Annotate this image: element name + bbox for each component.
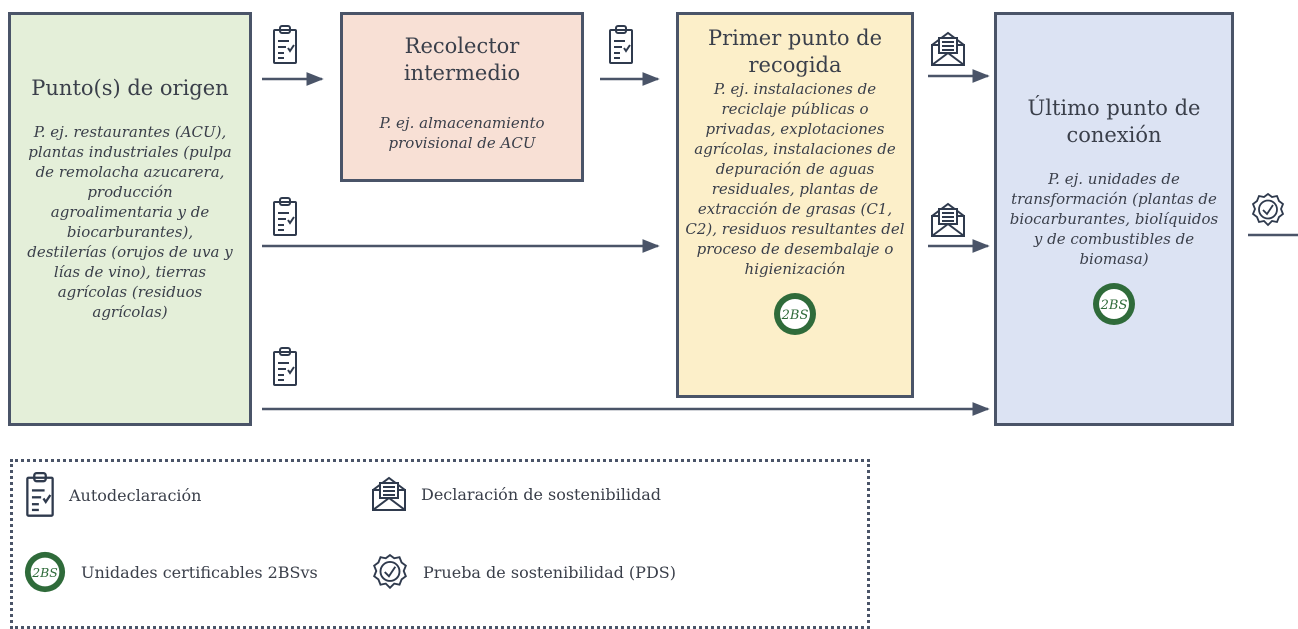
seal-label: 2BS	[781, 308, 809, 323]
clipboard-checklist-icon	[26, 472, 54, 517]
firstpoint-title: Primer punto de recogida	[707, 26, 883, 77]
legend-item-certifiable-units: 2BS Unidades certificables 2BSvs	[23, 550, 318, 594]
origin-title: Punto(s) de origen	[31, 76, 229, 100]
2bs-seal-icon: 2BS	[24, 551, 66, 593]
origin-box: Punto(s) de origen P. ej. restaurantes (…	[8, 12, 252, 426]
envelope-letter-icon	[931, 202, 965, 237]
legend-box: Autodeclaración Declaración de sostenibi…	[10, 459, 870, 629]
seal-label: 2BS	[31, 565, 58, 580]
seal-label: 2BS	[1100, 298, 1128, 313]
legend-label-self-declaration: Autodeclaración	[69, 485, 202, 505]
first-collection-point-box: Primer punto de recogida P. ej. instalac…	[676, 12, 914, 398]
envelope-letter-icon	[931, 31, 965, 66]
clipboard-checklist-icon	[609, 25, 633, 64]
collector-title: Recolector intermedio	[403, 34, 521, 85]
legend-label-sustainability-declaration: Declaración de sostenibilidad	[421, 484, 661, 504]
clipboard-checklist-icon	[273, 197, 297, 236]
flow-arrows	[262, 69, 1298, 416]
last-connection-point-box: Último punto de conexión P. ej. unidades…	[994, 12, 1234, 426]
legend-item-proof-of-sustainability: Prueba de sostenibilidad (PDS)	[371, 553, 676, 591]
intermediate-collector-box: Recolector intermedio P. ej. almacenamie…	[340, 12, 584, 182]
clipboard-checklist-icon	[273, 25, 297, 64]
legend-item-self-declaration: Autodeclaración	[25, 472, 201, 518]
check-badge-icon	[1251, 192, 1285, 227]
origin-description: P. ej. restaurantes (ACU), plantas indus…	[27, 123, 233, 321]
lastpoint-description: P. ej. unidades de transformación (plant…	[1009, 170, 1219, 268]
2bs-seal-icon: 2BS	[772, 291, 818, 341]
firstpoint-description: P. ej. instalaciones de reciclaje públic…	[685, 80, 905, 278]
legend-label-certifiable-units: Unidades certificables 2BSvs	[81, 562, 318, 582]
check-badge-icon	[373, 553, 407, 590]
legend-label-proof-of-sustainability: Prueba de sostenibilidad (PDS)	[423, 562, 676, 582]
envelope-letter-icon	[372, 476, 406, 511]
collector-description: P. ej. almacenamiento provisional de ACU	[379, 114, 545, 152]
lastpoint-title: Último punto de conexión	[1027, 96, 1201, 147]
clipboard-checklist-icon	[273, 347, 297, 386]
legend-item-sustainability-declaration: Declaración de sostenibilidad	[371, 476, 661, 512]
2bs-seal-icon: 2BS	[1091, 281, 1137, 331]
